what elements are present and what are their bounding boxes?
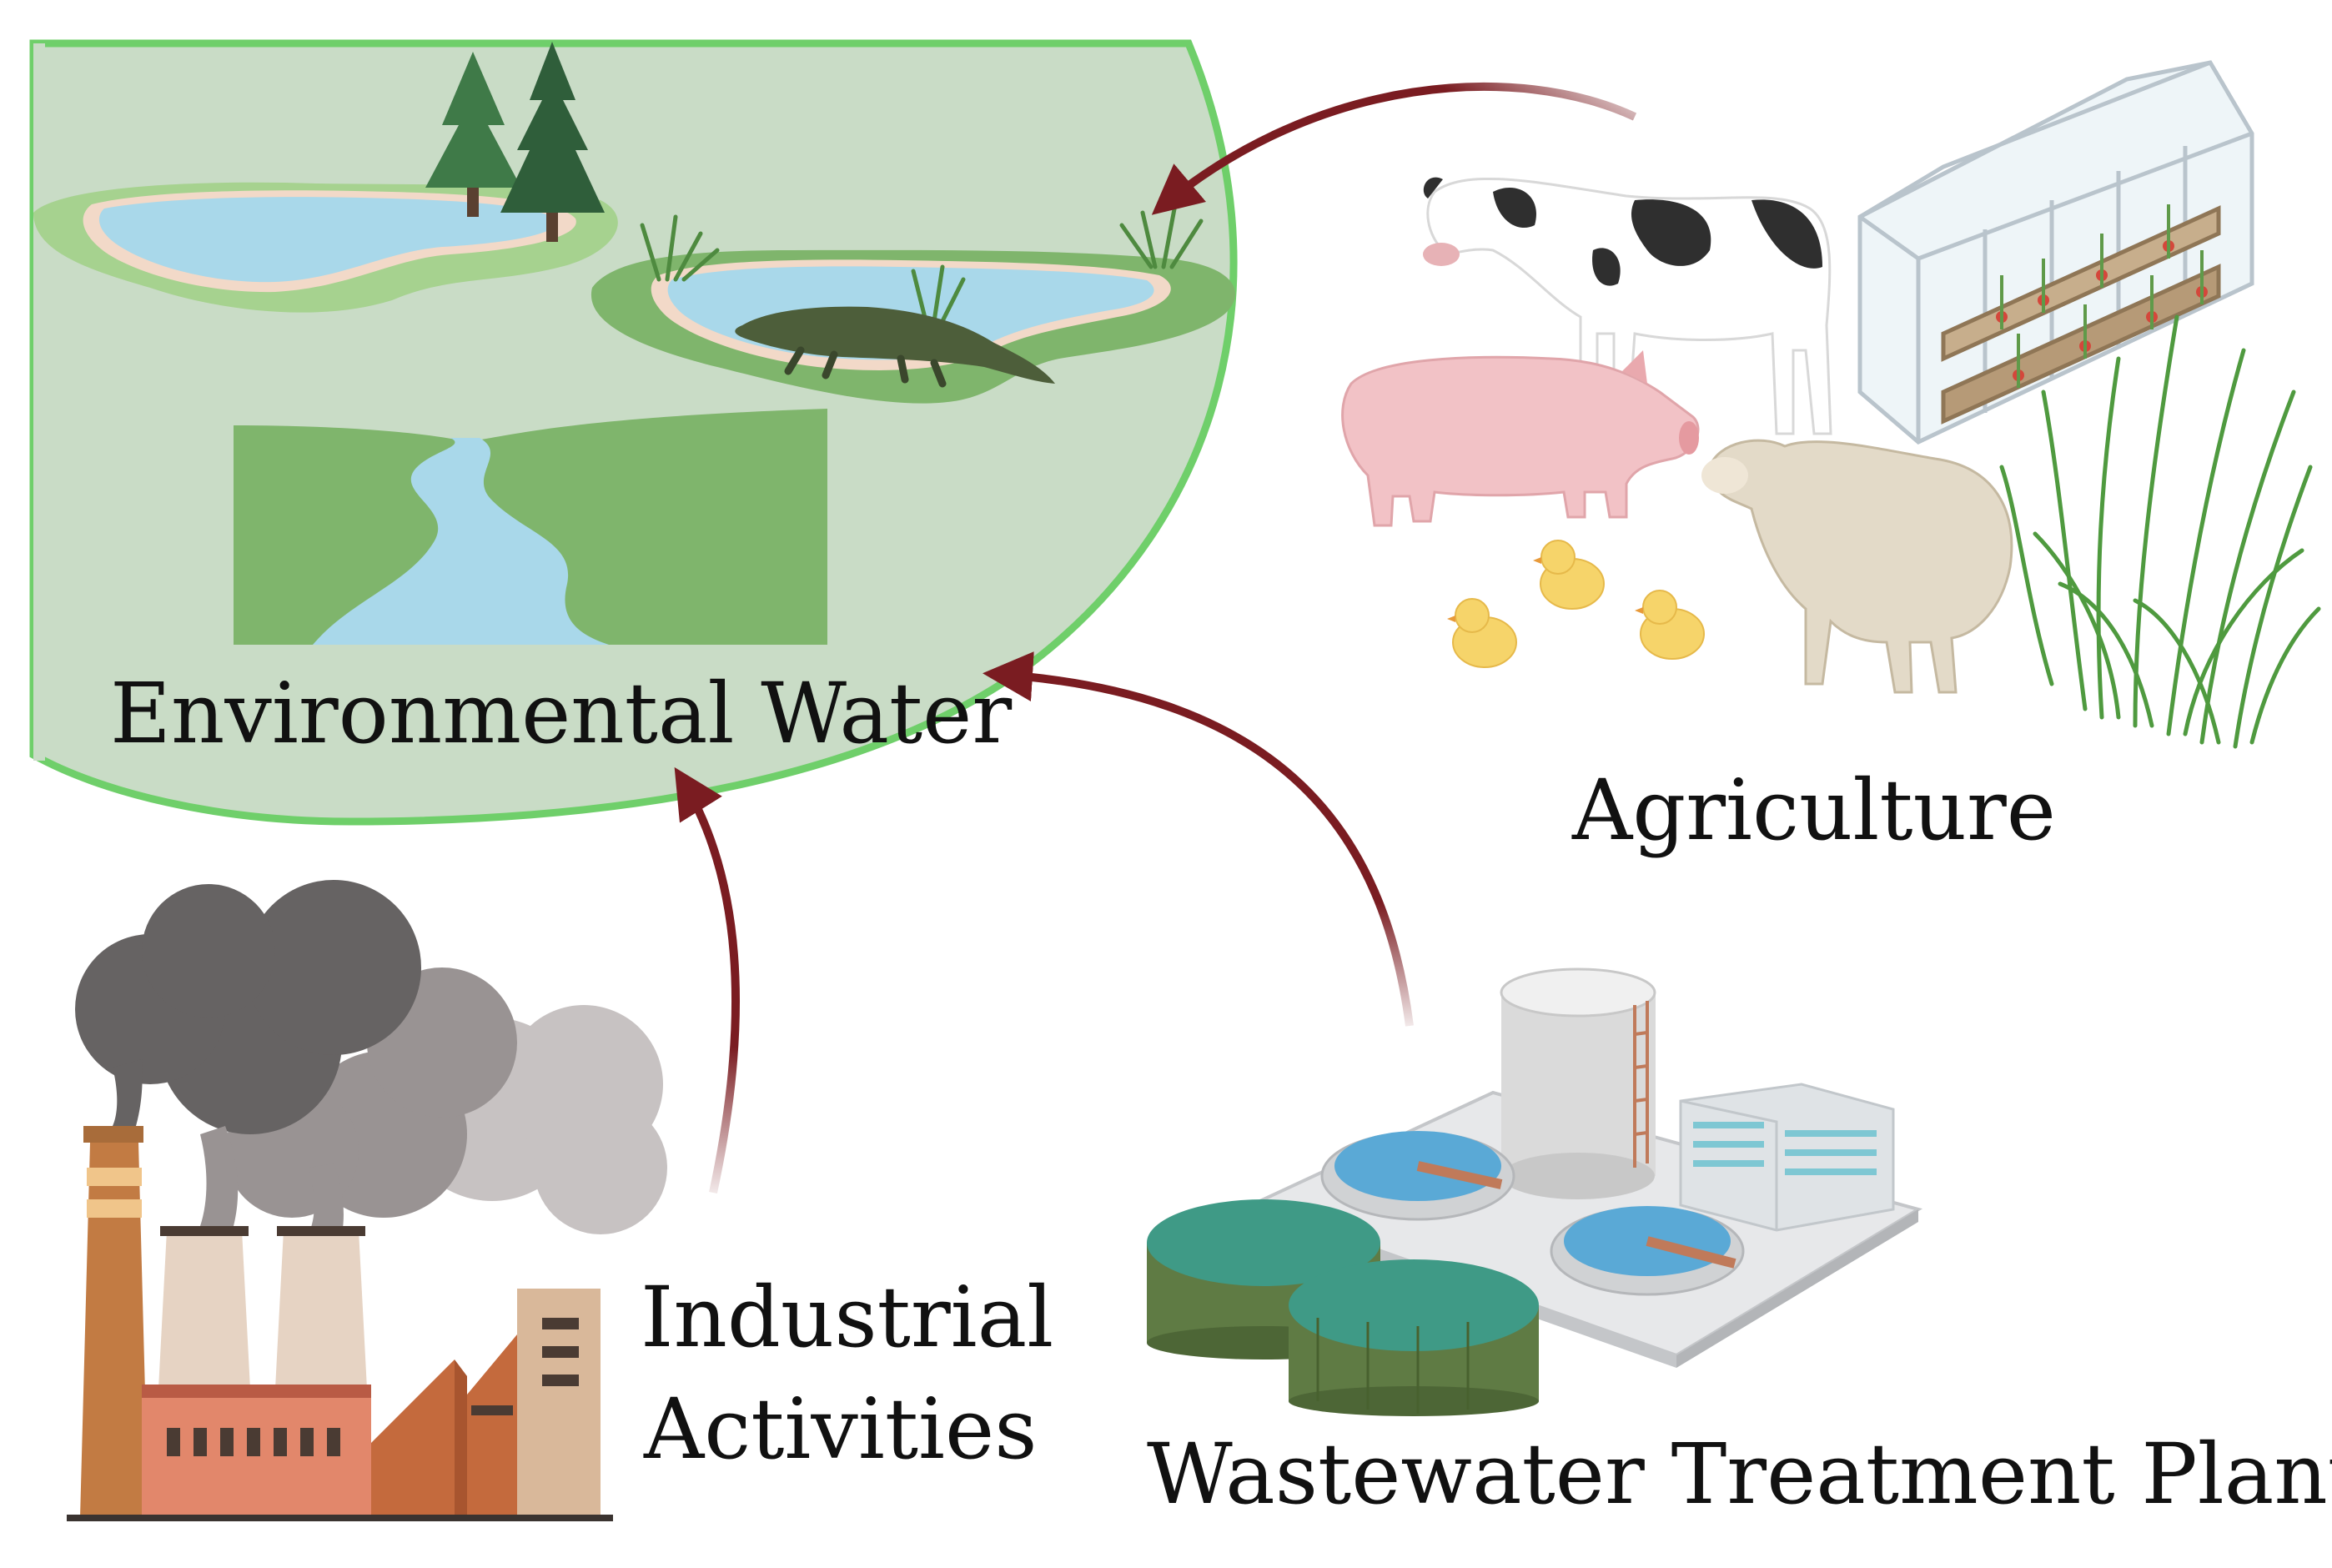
wastewater-treatment-plant-label: Wastewater Treatment Plant [1147,1425,2332,1523]
arrow-wwtp-to-water [983,651,1414,1027]
smoke-icon [75,880,667,1234]
pond-with-alligator [591,198,1236,404]
crop-icon [1999,314,2321,749]
alligator-icon [735,306,1055,388]
storage-tank-icon [1500,967,1656,1199]
chick-icon [1452,540,1705,668]
industrial-group [67,880,667,1521]
cow-icon [1423,177,1832,435]
arrow-industry-to-water [674,766,740,1194]
river-icon [234,407,827,645]
environmental-water-region [29,39,1238,826]
factory-icon [67,1126,613,1521]
agriculture-label: Agriculture [1572,761,2056,859]
greenhouse-icon [1857,60,2254,445]
grass-tuft [640,198,1204,324]
industrial-label-line1: Industrial [641,1269,1054,1366]
wwtp-group [1147,967,1923,1416]
flow-arrows [674,82,1637,1194]
digester-icon [1147,1199,1539,1416]
sheep-icon [1701,439,2013,694]
control-building-icon [1679,1083,1895,1232]
industrial-label-line2: Activities [644,1380,1038,1478]
environmental-water-label: Environmental Water [110,665,1013,762]
arrow-agriculture-to-water [1151,82,1637,215]
tree-icon [425,42,605,242]
clarifier-icon [1320,1131,1745,1296]
pig-icon [1341,350,1700,527]
agriculture-group [1341,60,2321,749]
